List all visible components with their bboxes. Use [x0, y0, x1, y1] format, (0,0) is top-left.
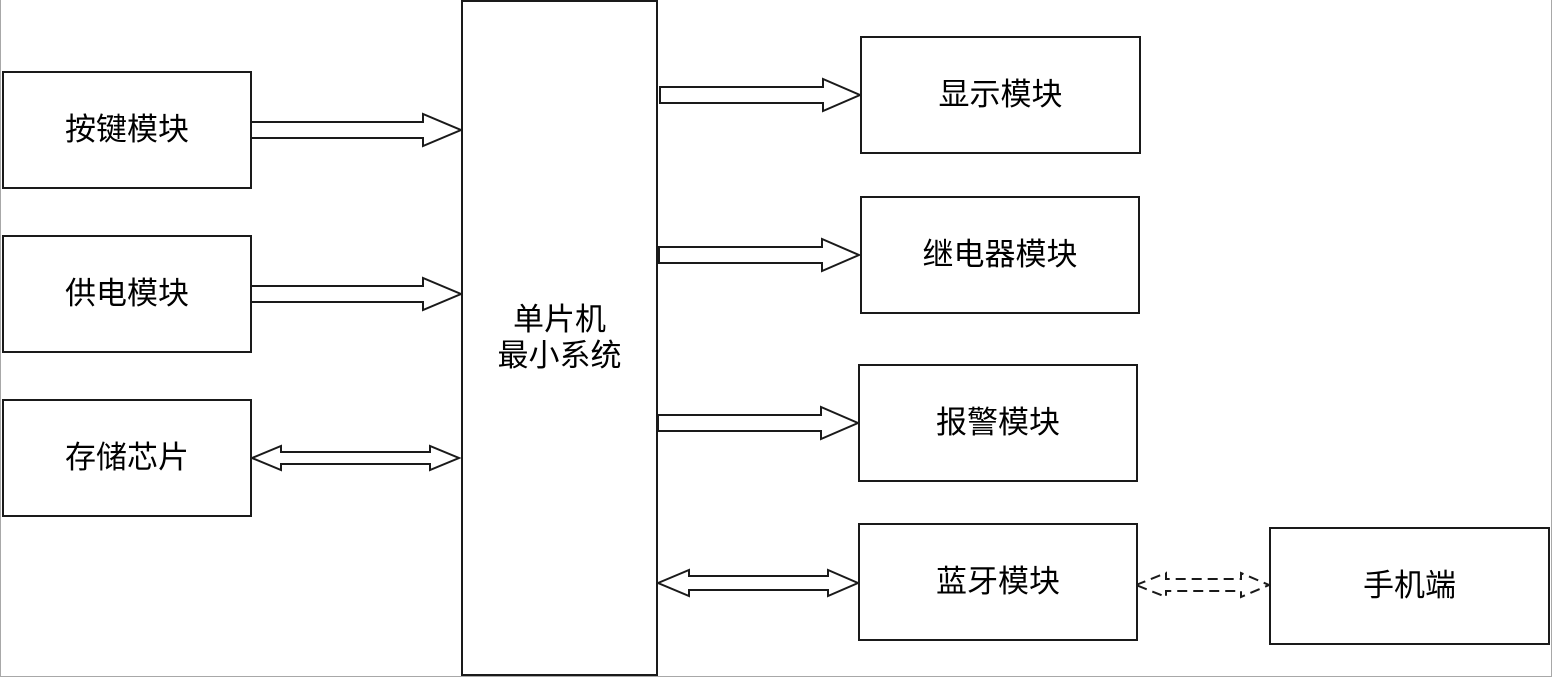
- mcu-label-line2: 最小系统: [497, 338, 622, 374]
- arrow-power-to-mcu: [250, 276, 464, 312]
- keys-module-label: 按键模块: [65, 112, 189, 148]
- alarm-module-box: 报警模块: [858, 364, 1138, 482]
- power-module-label: 供电模块: [65, 276, 189, 312]
- mcu-label-line1: 单片机: [513, 302, 606, 338]
- bluetooth-module-box: 蓝牙模块: [858, 523, 1138, 641]
- keys-module-box: 按键模块: [2, 71, 252, 189]
- phone-box: 手机端: [1269, 527, 1550, 645]
- arrow-storage-mcu-bidirectional: [249, 444, 462, 472]
- storage-chip-label: 存储芯片: [65, 440, 189, 476]
- storage-chip-box: 存储芯片: [2, 399, 252, 517]
- relay-module-box: 继电器模块: [860, 196, 1140, 314]
- arrow-mcu-to-relay: [658, 237, 862, 273]
- mcu-label: 单片机 最小系统: [498, 302, 622, 374]
- display-module-label: 显示模块: [938, 77, 1063, 113]
- bluetooth-module-label: 蓝牙模块: [936, 564, 1060, 600]
- arrow-mcu-to-display: [659, 77, 863, 113]
- display-module-box: 显示模块: [860, 36, 1141, 154]
- alarm-module-label: 报警模块: [936, 405, 1060, 441]
- arrow-bluetooth-phone-wireless: [1133, 571, 1272, 599]
- power-module-box: 供电模块: [2, 235, 252, 353]
- arrow-mcu-bluetooth-bidirectional: [655, 568, 861, 598]
- relay-module-label: 继电器模块: [922, 237, 1078, 273]
- arrow-keys-to-mcu: [250, 112, 464, 148]
- mcu-minimum-system-box: 单片机 最小系统: [461, 0, 658, 676]
- arrow-mcu-to-alarm: [657, 405, 861, 441]
- phone-label: 手机端: [1363, 568, 1456, 604]
